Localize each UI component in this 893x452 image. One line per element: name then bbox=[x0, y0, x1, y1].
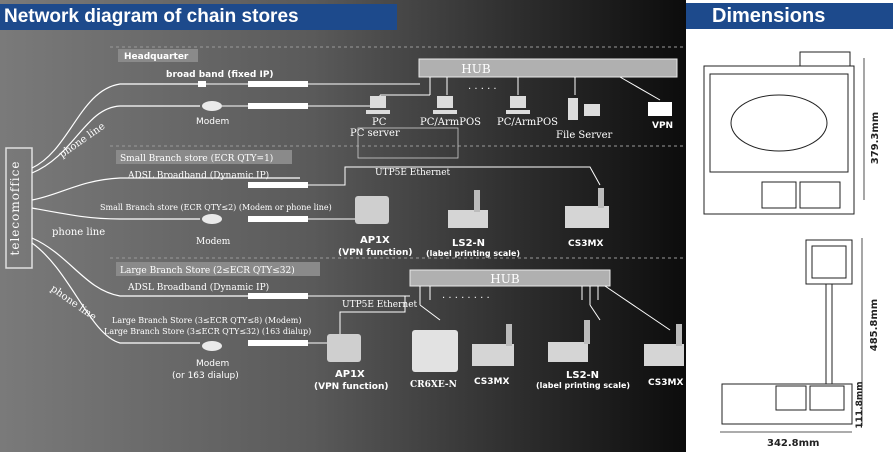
phone-line-label-3: phone line bbox=[48, 283, 98, 323]
dimensions-title: Dimensions bbox=[686, 3, 893, 29]
tower-view-drawing bbox=[721, 239, 853, 425]
hq-line-connector bbox=[198, 81, 206, 87]
hq-pc-server-label: PC server bbox=[350, 128, 400, 139]
phone-line-label-1: phone line bbox=[57, 121, 107, 161]
hq-hub-dots: . . . . . bbox=[468, 81, 497, 92]
large-branch-ls2n-sub: (label printing scale) bbox=[536, 381, 630, 390]
small-branch-ls2n-sub: (label printing scale) bbox=[426, 249, 520, 258]
section-separators bbox=[110, 46, 686, 259]
large-branch-cr6xe-icon bbox=[412, 330, 458, 372]
large-branch-cable-2 bbox=[248, 340, 308, 346]
small-branch-modem-label: Modem bbox=[196, 237, 231, 247]
large-branch-hub-links bbox=[419, 285, 671, 331]
hq-modem-icon bbox=[202, 101, 222, 111]
hq-pc-label: PC bbox=[372, 117, 387, 128]
width-label: 342.8mm bbox=[767, 438, 819, 449]
large-branch-modem-label: Modem bbox=[196, 359, 229, 369]
small-branch-ap1x-label: AP1X bbox=[360, 235, 390, 246]
small-branch-label: Small Branch store (ECR QTY=1) bbox=[120, 153, 273, 164]
small-branch-ap1x-icon bbox=[355, 196, 389, 224]
large-branch-cs3mx-b-label: CS3MX bbox=[648, 378, 683, 388]
hq-hub-label: HUB bbox=[461, 62, 491, 76]
small-branch-cable-1 bbox=[248, 182, 308, 188]
headquarter-tag bbox=[118, 49, 198, 62]
small-branch-ap1x-sub: (VPN function) bbox=[338, 248, 413, 258]
large-branch-ap1x-label: AP1X bbox=[335, 369, 365, 380]
large-branch-hub bbox=[409, 269, 611, 287]
large-branch-modem-icon bbox=[202, 341, 222, 351]
large-branch-label: Large Branch Store (2≤ECR QTY≤32) bbox=[120, 265, 295, 276]
large-branch-ap1x-sub: (VPN function) bbox=[314, 382, 389, 392]
headquarter-label: Headquarter bbox=[124, 52, 189, 62]
large-branch-hub-dots: . . . . . . . . bbox=[442, 290, 490, 301]
large-branch-tag bbox=[116, 262, 320, 276]
small-branch-modem-icon bbox=[202, 214, 222, 224]
height-base-label: 111.8mm bbox=[855, 381, 865, 428]
small-branch-adsl: ADSL Broadband (Dynamic IP) bbox=[127, 170, 269, 181]
large-branch-cs3mx-a-label: CS3MX bbox=[474, 377, 509, 387]
small-branch-cable-2 bbox=[248, 216, 308, 222]
hq-hub-links bbox=[379, 76, 661, 102]
large-branch-cs3mx-a-icon bbox=[472, 324, 514, 366]
hq-file-server-icon bbox=[568, 98, 600, 120]
hq-hub bbox=[418, 58, 678, 78]
large-branch-cable-1 bbox=[248, 293, 308, 299]
height-top-label: 379.3mm bbox=[870, 112, 881, 164]
large-branch-dialup-line: Large Branch Store (3≤ECR QTY≤32) (163 d… bbox=[104, 327, 311, 336]
hq-pos-icon-1 bbox=[433, 96, 457, 114]
small-branch-line2-label: Small Branch store (ECR QTY≤2) (Modem or… bbox=[100, 203, 332, 212]
hq-pc-icon bbox=[366, 96, 390, 114]
vpn-box-icon bbox=[648, 102, 672, 116]
large-branch-hub-label: HUB bbox=[490, 272, 520, 286]
small-branch-tag bbox=[116, 150, 292, 164]
large-branch-cr6xe-label: CR6XE-N bbox=[410, 380, 457, 390]
network-title: Network diagram of chain stores bbox=[0, 4, 397, 30]
large-branch-adsl: ADSL Broadband (Dynamic IP) bbox=[127, 282, 269, 293]
dimensions-panel bbox=[686, 0, 893, 452]
height-tower-label: 485.8mm bbox=[869, 299, 880, 351]
small-branch-ethernet-label: UTP5E Ethernet bbox=[375, 168, 451, 178]
large-branch-ethernet-label: UTP5E Ethernet bbox=[342, 300, 418, 310]
hq-broadband-label: broad band (fixed IP) bbox=[166, 70, 274, 80]
telecom-lines bbox=[31, 83, 300, 344]
small-branch-cs3mx-label: CS3MX bbox=[568, 239, 603, 249]
hq-pos-label-2: PC/ArmPOS bbox=[497, 117, 558, 128]
hq-pc-server-frame bbox=[357, 127, 459, 159]
small-branch-ls2n-label: LS2-N bbox=[452, 238, 485, 249]
telecom-office-label: telecomoffice bbox=[8, 161, 22, 256]
small-branch-ethernet-line bbox=[308, 166, 601, 186]
large-branch-ls2n-icon bbox=[548, 320, 590, 362]
hq-file-server-label: File Server bbox=[556, 130, 613, 141]
hq-modem-label: Modem bbox=[196, 117, 229, 127]
small-branch-cs3mx-icon bbox=[565, 188, 609, 228]
large-branch-ap1x-icon bbox=[327, 334, 361, 362]
large-branch-modem-line: Large Branch Store (3≤ECR QTY≤8) (Modem) bbox=[112, 316, 301, 325]
hq-pos-label-1: PC/ArmPOS bbox=[420, 117, 481, 128]
phone-line-label-2: phone line bbox=[52, 227, 105, 238]
large-branch-modem-sub: (or 163 dialup) bbox=[172, 371, 239, 381]
hq-pos-icon-2 bbox=[506, 96, 530, 114]
top-view-drawing bbox=[703, 51, 855, 215]
large-branch-cs3mx-b-icon bbox=[644, 324, 684, 366]
small-branch-ls2n-icon bbox=[448, 190, 488, 228]
large-branch-ls2n-label: LS2-N bbox=[566, 370, 599, 381]
vpn-label: VPN bbox=[652, 121, 673, 131]
